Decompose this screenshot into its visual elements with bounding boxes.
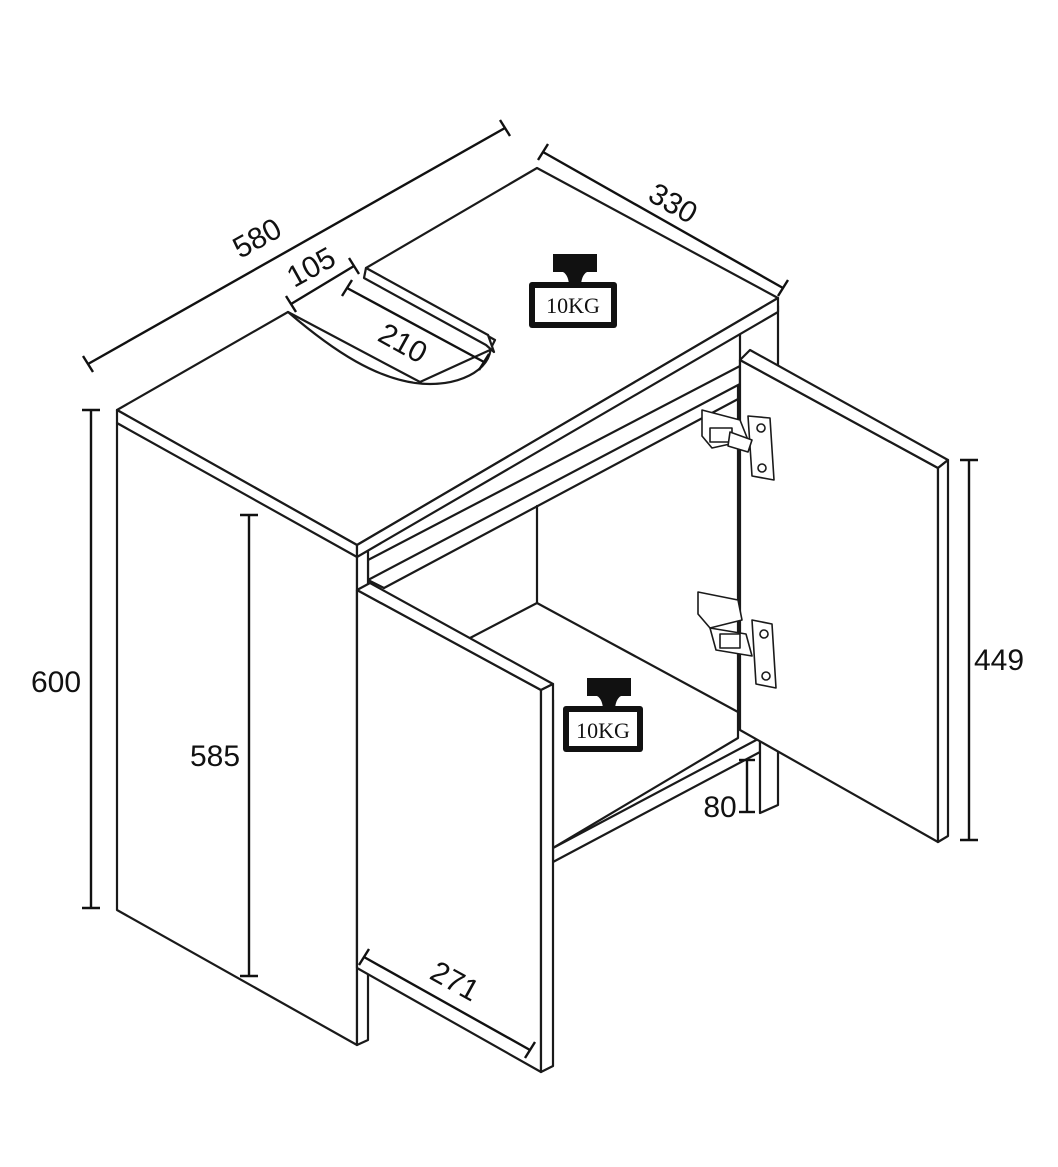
weight-icon-top: 10KG [529, 254, 617, 328]
right-door-side-edge [936, 458, 950, 844]
dim-plinth-label: 80 [703, 791, 736, 824]
top-board-right-edge [355, 296, 780, 559]
rail-return [366, 578, 386, 590]
weight-icon [529, 254, 617, 328]
dim-cutout-depth: 105 [282, 241, 361, 313]
dim-height: 600 [31, 408, 100, 910]
floor-edge-back [535, 601, 740, 714]
dim-door-height-label: 449 [974, 644, 1024, 677]
dim-door-height: 449 [960, 458, 1024, 842]
floor-edge-left [468, 601, 539, 640]
dim-height-label: 600 [31, 666, 81, 699]
dim-side-height-label: 585 [190, 740, 240, 773]
dim-plinth: 80 [703, 758, 755, 824]
weight-label-top: 10KG [546, 293, 600, 318]
left-door [355, 581, 555, 1074]
upper-hinge [701, 409, 775, 481]
weight-label-shelf: 10KG [576, 718, 630, 743]
cutout-edge [362, 266, 496, 354]
sink-cutout-curve [286, 310, 492, 386]
lower-hinge [697, 591, 777, 689]
rail-bottom-edge [382, 396, 742, 590]
left-door-side-edge [539, 682, 555, 1074]
weight-icon [563, 678, 643, 752]
right-door [738, 348, 950, 844]
weight-icon-shelf: 10KG [563, 678, 643, 752]
dim-depth-label: 330 [643, 177, 703, 231]
hinge-icon [697, 409, 777, 689]
dim-side-height: 585 [190, 513, 258, 978]
